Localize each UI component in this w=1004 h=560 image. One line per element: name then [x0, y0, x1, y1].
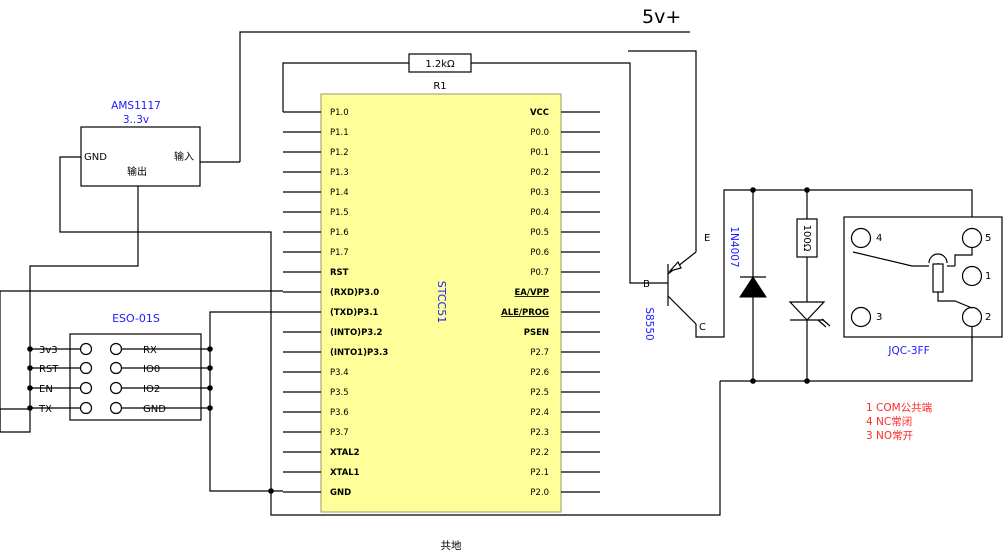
wifi-right-pin-terminal [109, 381, 123, 395]
regulator-pin-out: 输出 [127, 165, 147, 178]
mcu-left-pin-label: P1.1 [330, 128, 349, 138]
mcu-right-pin-label: P2.4 [530, 408, 549, 418]
regulator-pin-in: 输入 [174, 150, 194, 163]
wifi-right-pin-label: GND [143, 404, 166, 415]
mcu-right-pin-label: P2.3 [530, 428, 549, 438]
mcu-left-pin-label: P3.5 [330, 388, 349, 398]
mcu-left-pin-label: P1.2 [330, 148, 349, 158]
wifi-left-pin-label: EN [39, 384, 53, 395]
mcu-stc51: STCC51 P1.0P1.1P1.2P1.3P1.4P1.5P1.6P1.7R… [283, 93, 600, 513]
mcu-right-pin-label: P2.1 [530, 468, 549, 478]
supply-label: 5v+ [642, 6, 681, 28]
note-no: 3 NO常开 [866, 429, 913, 442]
mcu-left-pin-label: XTAL1 [330, 468, 360, 478]
mcu-right-pin-label: P2.0 [530, 488, 549, 498]
transistor-pin-b: B [643, 279, 650, 290]
wifi-right-pin-terminal [109, 401, 123, 415]
mcu-right-pin-label: P0.3 [530, 188, 549, 198]
relay-pin-1: 1 [985, 271, 991, 282]
note-nc: 4 NC常闭 [866, 415, 912, 428]
mcu-left-pin-label: P3.6 [330, 408, 349, 418]
mcu-right-pin-label: P2.6 [530, 368, 549, 378]
mcu-left-pin-label: (TXD)P3.1 [330, 308, 379, 318]
wifi-right-pin-terminal [109, 342, 123, 356]
wifi-right-pin-terminal [109, 361, 123, 375]
mcu-right-pin-label: VCC [530, 108, 549, 118]
mcu-right-pin-label: P0.0 [530, 128, 549, 138]
mcu-left-pin-label: P3.4 [330, 368, 349, 378]
mcu-right-pin-label: P0.5 [530, 228, 549, 238]
regulator-name: AMS1117 [111, 100, 161, 112]
mcu-left-pin-label: GND [330, 488, 351, 498]
mcu-left-pin-label: (INTO1)P3.3 [330, 348, 388, 358]
relay-jqc3ff: 4 5 1 3 2 JQC-3FF [720, 216, 1003, 384]
mcu-right-pin-label: ALE/PROG [501, 308, 549, 318]
wifi-right-pin-label: IO2 [143, 384, 160, 395]
mcu-left-pin-label: (RXD)P3.0 [330, 288, 379, 298]
wifi-left-pin-label: RST [39, 364, 59, 375]
wifi-left-pin-terminal [79, 401, 93, 415]
wifi-right-pin-label: IO0 [143, 364, 160, 375]
r1-value: 1.2kΩ [425, 59, 455, 70]
mcu-left-pin-label: P3.7 [330, 428, 349, 438]
wifi-module-name: ESO-01S [112, 312, 160, 325]
mcu-left-pin-label: RST [330, 268, 349, 278]
ground-label: 共地 [441, 539, 462, 552]
relay-notes: 1 COM公共端 4 NC常闭 3 NO常开 [866, 401, 933, 442]
wifi-left-pin-terminal [79, 361, 93, 375]
mcu-left-pin-label: (INTO)P3.2 [330, 328, 382, 338]
relay-pin-5: 5 [985, 233, 991, 244]
mcu-right-pin-label: P0.4 [530, 208, 549, 218]
mcu-left-pin-label: P1.4 [330, 188, 349, 198]
mcu-right-pin-label: P2.5 [530, 388, 549, 398]
regulator-ams1117: AMS1117 3..3v GND 输入 输出 [29, 100, 721, 516]
mcu-left-pin-label: XTAL2 [330, 448, 360, 458]
wifi-left-pin-label: 3v3 [39, 345, 58, 356]
mcu-left-pin-label: P1.5 [330, 208, 349, 218]
mcu-right-pin-label: P2.2 [530, 448, 549, 458]
wifi-left-pin-label: TX [38, 404, 52, 415]
mcu-right-pin-label: P0.2 [530, 168, 549, 178]
wifi-left-pin-terminal [79, 342, 93, 356]
r1-ref: R1 [433, 81, 446, 92]
regulator-pin-gnd: GND [84, 152, 107, 163]
mcu-right-pin-label: P2.7 [530, 348, 549, 358]
transistor-s8550: B E C S8550 [643, 189, 973, 341]
diode-1n4007: 1N4007 [728, 187, 767, 381]
resistor-r1: 1.2kΩ R1 [282, 53, 668, 284]
mcu-right-pin-label: P0.1 [530, 148, 549, 158]
wifi-left-pin-terminal [79, 381, 93, 395]
relay-name: JQC-3FF [887, 345, 929, 357]
relay-pin-3: 3 [876, 312, 882, 323]
diode-name: 1N4007 [728, 226, 740, 267]
mcu-right-pin-label: PSEN [524, 328, 549, 338]
transistor-pin-e: E [704, 233, 710, 244]
transistor-name: S8550 [643, 307, 655, 340]
transistor-pin-c: C [699, 322, 706, 333]
relay-pin-2: 2 [985, 312, 991, 323]
note-com: 1 COM公共端 [866, 401, 933, 414]
mcu-right-pin-label: P0.7 [530, 268, 549, 278]
led-branch: 100Ω [788, 187, 831, 381]
supply-wires [239, 31, 697, 238]
mcu-name: STCC51 [435, 281, 448, 323]
mcu-left-pin-label: P1.0 [330, 108, 349, 118]
relay-pin-4: 4 [876, 233, 882, 244]
mcu-left-pin-label: P1.3 [330, 168, 349, 178]
mcu-right-pin-label: P0.6 [530, 248, 549, 258]
mcu-right-pins: VCC P0.0P0.1P0.2P0.3P0.4P0.5P0.6P0.7EA/VP… [501, 108, 600, 498]
led-resistor-value: 100Ω [801, 225, 812, 252]
mcu-left-pin-label: P1.6 [330, 228, 349, 238]
mcu-right-pin-label: EA/VPP [514, 288, 549, 298]
regulator-voltage: 3..3v [123, 114, 149, 126]
wifi-right-pin-label: RX [143, 345, 157, 356]
mcu-left-pin-label: P1.7 [330, 248, 349, 258]
